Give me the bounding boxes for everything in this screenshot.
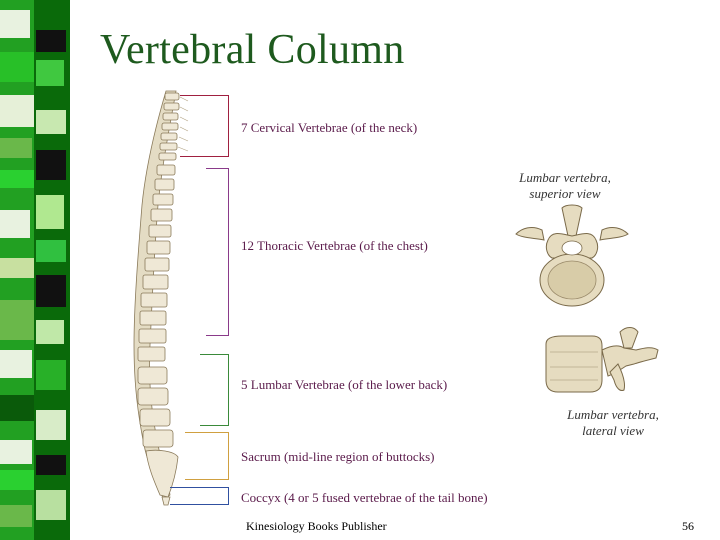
superior-view-caption: Lumbar vertebra, superior view bbox=[500, 170, 630, 202]
sacrum-label: Sacrum (mid-line region of buttocks) bbox=[241, 449, 435, 464]
sacrum-bracket bbox=[185, 432, 229, 480]
lumbar-vertebra-superior-image bbox=[515, 204, 629, 307]
superior-caption-line2: superior view bbox=[529, 186, 601, 201]
lateral-caption-line1: Lumbar vertebra, bbox=[567, 407, 659, 422]
spine-illustration bbox=[133, 90, 189, 506]
lumbar-label: 5 Lumbar Vertebrae (of the lower back) bbox=[241, 377, 448, 392]
cervical-label: 7 Cervical Vertebrae (of the neck) bbox=[241, 120, 418, 135]
lateral-view-caption: Lumbar vertebra, lateral view bbox=[548, 407, 678, 439]
thoracic-label: 12 Thoracic Vertebrae (of the chest) bbox=[241, 238, 428, 253]
coccyx-bracket bbox=[170, 487, 229, 505]
superior-caption-line1: Lumbar vertebra, bbox=[519, 170, 611, 185]
lumbar-bracket bbox=[200, 354, 229, 426]
lateral-caption-line2: lateral view bbox=[582, 423, 644, 438]
page-number: 56 bbox=[682, 519, 694, 533]
publisher-footer: Kinesiology Books Publisher bbox=[246, 519, 387, 533]
thoracic-bracket bbox=[206, 168, 229, 336]
coccyx-label: Coccyx (4 or 5 fused vertebrae of the ta… bbox=[241, 490, 488, 505]
slide-title: Vertebral Column bbox=[100, 27, 405, 73]
cervical-bracket bbox=[180, 95, 229, 157]
lumbar-vertebra-lateral-image bbox=[545, 327, 659, 393]
decorative-stripe bbox=[0, 0, 70, 540]
